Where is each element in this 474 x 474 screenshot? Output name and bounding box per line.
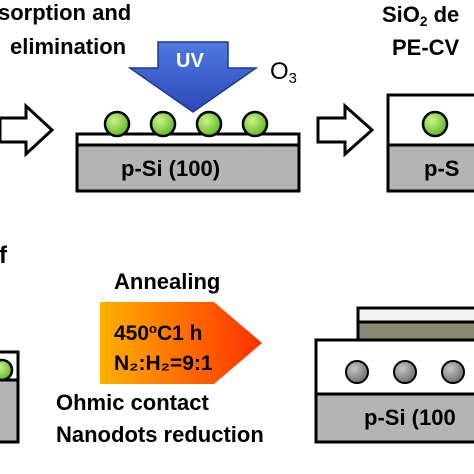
substrate-pSi-bottom-left	[0, 378, 20, 444]
annealing-arrow	[100, 302, 262, 384]
nanodot	[149, 110, 177, 138]
ohmic-contact-label: Ohmic contact	[56, 390, 209, 415]
substrate-label: p-Si (100)	[121, 156, 221, 181]
step-label-line2: elimination	[10, 34, 127, 59]
oxide-layer	[75, 132, 301, 147]
uv-arrow	[127, 41, 259, 113]
nanodot-reduced	[393, 360, 417, 384]
nanodots-reduction-label: Nanodots reduction	[56, 422, 264, 447]
process-arrow-left	[0, 102, 55, 158]
top-layer	[356, 306, 474, 324]
nanodot	[103, 110, 131, 138]
substrate-pSi	[75, 143, 301, 193]
panel-letter: f	[0, 242, 7, 269]
process-arrow-middle	[316, 102, 375, 158]
o3-label: O3	[270, 58, 297, 88]
anneal-temperature: 450oC1 h	[114, 321, 203, 346]
anneal-gas: N₂:H₂=9:1	[114, 352, 213, 375]
nanodot	[0, 358, 14, 382]
nanodot	[195, 110, 223, 138]
pecvd-label: PE-CV	[392, 35, 460, 60]
sio2-deposition-label: SiO2 de	[382, 2, 460, 29]
metal-layer	[356, 320, 474, 342]
substrate-label-bottom: p-Si (100	[364, 405, 456, 430]
uv-label: UV	[176, 50, 204, 72]
step-label-line1: sorption and	[0, 0, 132, 25]
nanodot	[241, 110, 269, 138]
nanodot-reduced	[441, 360, 465, 384]
substrate-label-right: p-S	[424, 156, 460, 181]
nanodot-reduced	[345, 360, 369, 384]
nanodot	[421, 110, 449, 138]
annealing-label: Annealing	[114, 269, 221, 294]
